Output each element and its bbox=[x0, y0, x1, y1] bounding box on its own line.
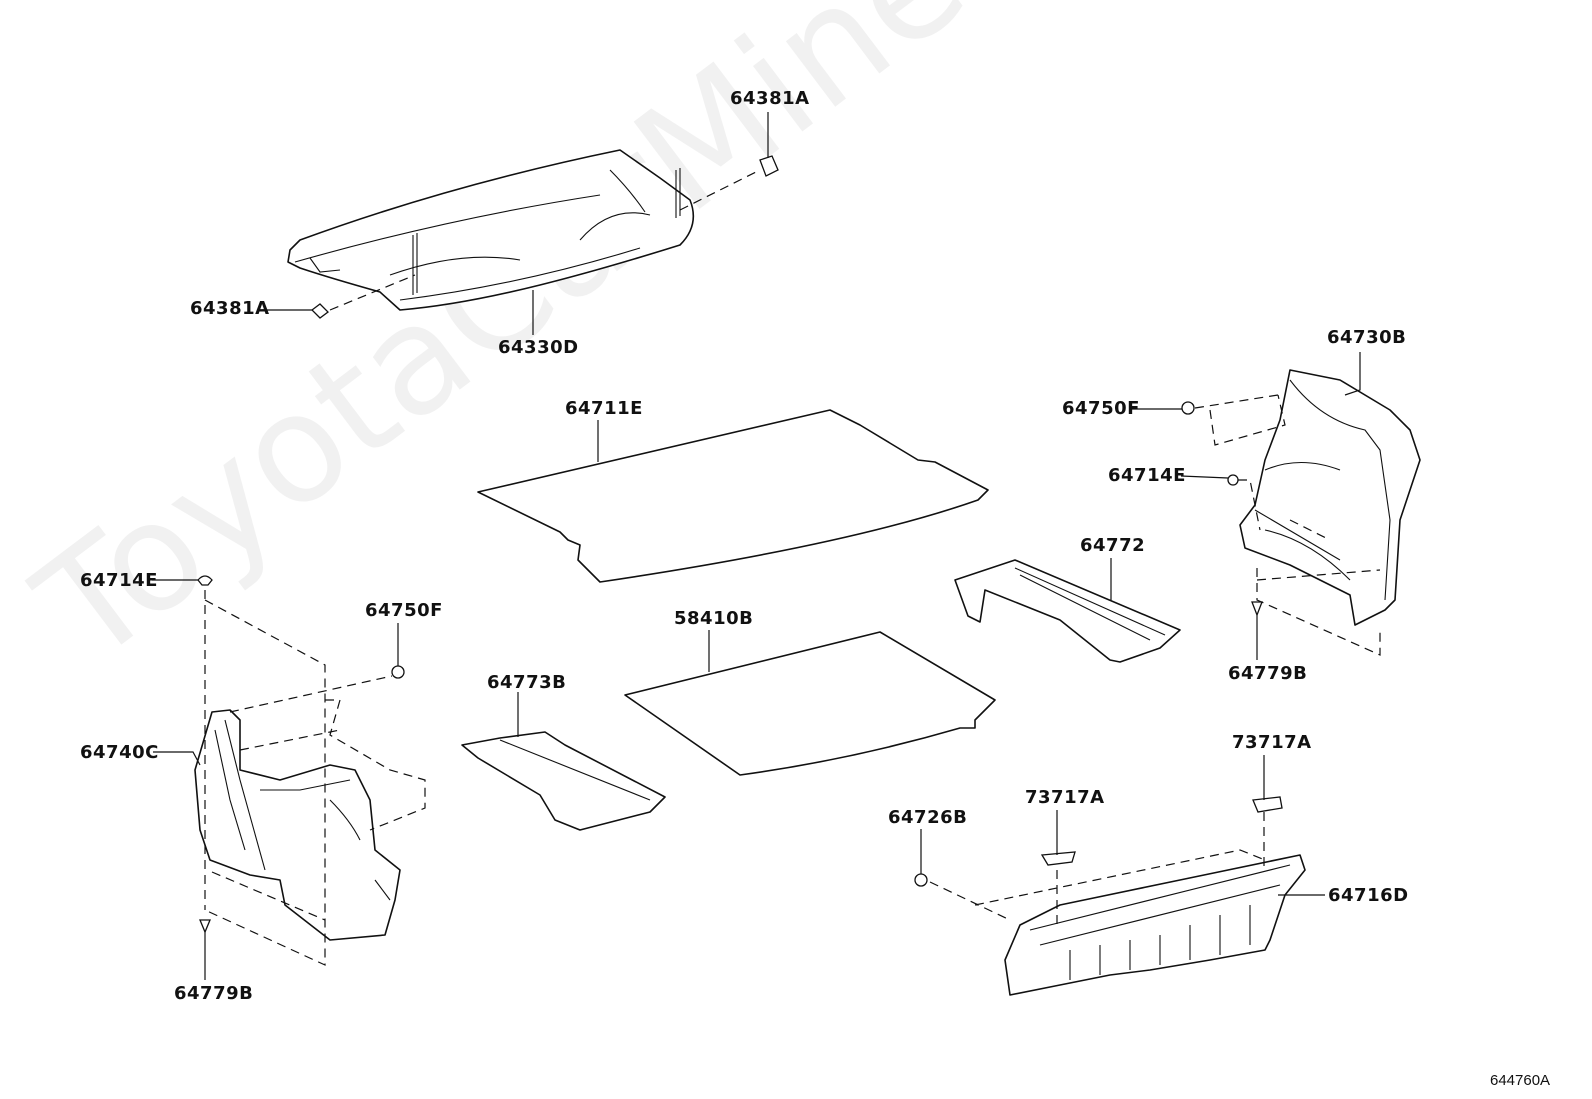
callout-package-tray: 64330D bbox=[498, 337, 579, 358]
callout-clip-left: 64750F bbox=[365, 600, 443, 621]
rear-sill-plate bbox=[1004, 854, 1306, 996]
floor-board-lower bbox=[624, 631, 996, 776]
spacer-right bbox=[954, 559, 1181, 663]
callout-spacer-right: 64772 bbox=[1080, 535, 1146, 556]
figure-code: 644760A bbox=[1490, 1072, 1551, 1089]
callout-spacer-left: 64773B bbox=[487, 672, 567, 693]
callout-screw-right: 64714E bbox=[1108, 465, 1186, 486]
clip-sill-left bbox=[1040, 851, 1076, 866]
callout-bolt-sill: 64726B bbox=[888, 807, 968, 828]
screw-left-top bbox=[197, 575, 213, 586]
floor-mat-upper bbox=[477, 409, 989, 583]
clip-sill-right bbox=[1252, 796, 1283, 813]
callout-side-panel-left: 64740C bbox=[80, 742, 159, 763]
leader-lines bbox=[152, 112, 1361, 980]
shelf-clip-left bbox=[311, 303, 329, 319]
callout-shelf-clip-top: 64381A bbox=[730, 88, 810, 109]
callout-floor-board-lower: 58410B bbox=[674, 608, 754, 629]
callout-clip-right-top: 64750F bbox=[1062, 398, 1140, 419]
pin-right-bottom bbox=[1251, 601, 1263, 617]
assembly-lines bbox=[204, 394, 1381, 966]
callout-screw-left-top: 64714E bbox=[80, 570, 158, 591]
side-panel-right bbox=[1239, 369, 1421, 626]
clip-right-top bbox=[1181, 401, 1195, 415]
callout-clip-sill-right: 73717A bbox=[1232, 732, 1312, 753]
callout-pin-right-bottom: 64779B bbox=[1228, 663, 1308, 684]
callout-rear-sill-plate: 64716D bbox=[1328, 885, 1409, 906]
bolt-sill bbox=[914, 873, 928, 887]
callout-clip-sill-left: 73717A bbox=[1025, 787, 1105, 808]
screw-right bbox=[1227, 474, 1239, 486]
spacer-left bbox=[461, 731, 666, 831]
pin-left-bottom bbox=[199, 919, 211, 934]
clip-left bbox=[391, 665, 405, 679]
callout-shelf-clip-left: 64381A bbox=[190, 298, 270, 319]
package-tray bbox=[287, 149, 695, 311]
side-panel-left bbox=[194, 709, 401, 941]
callout-floor-mat-upper: 64711E bbox=[565, 398, 643, 419]
callout-side-panel-right: 64730B bbox=[1327, 327, 1407, 348]
shelf-clip-top bbox=[759, 155, 779, 177]
callout-pin-left-bottom: 64779B bbox=[174, 983, 254, 1004]
